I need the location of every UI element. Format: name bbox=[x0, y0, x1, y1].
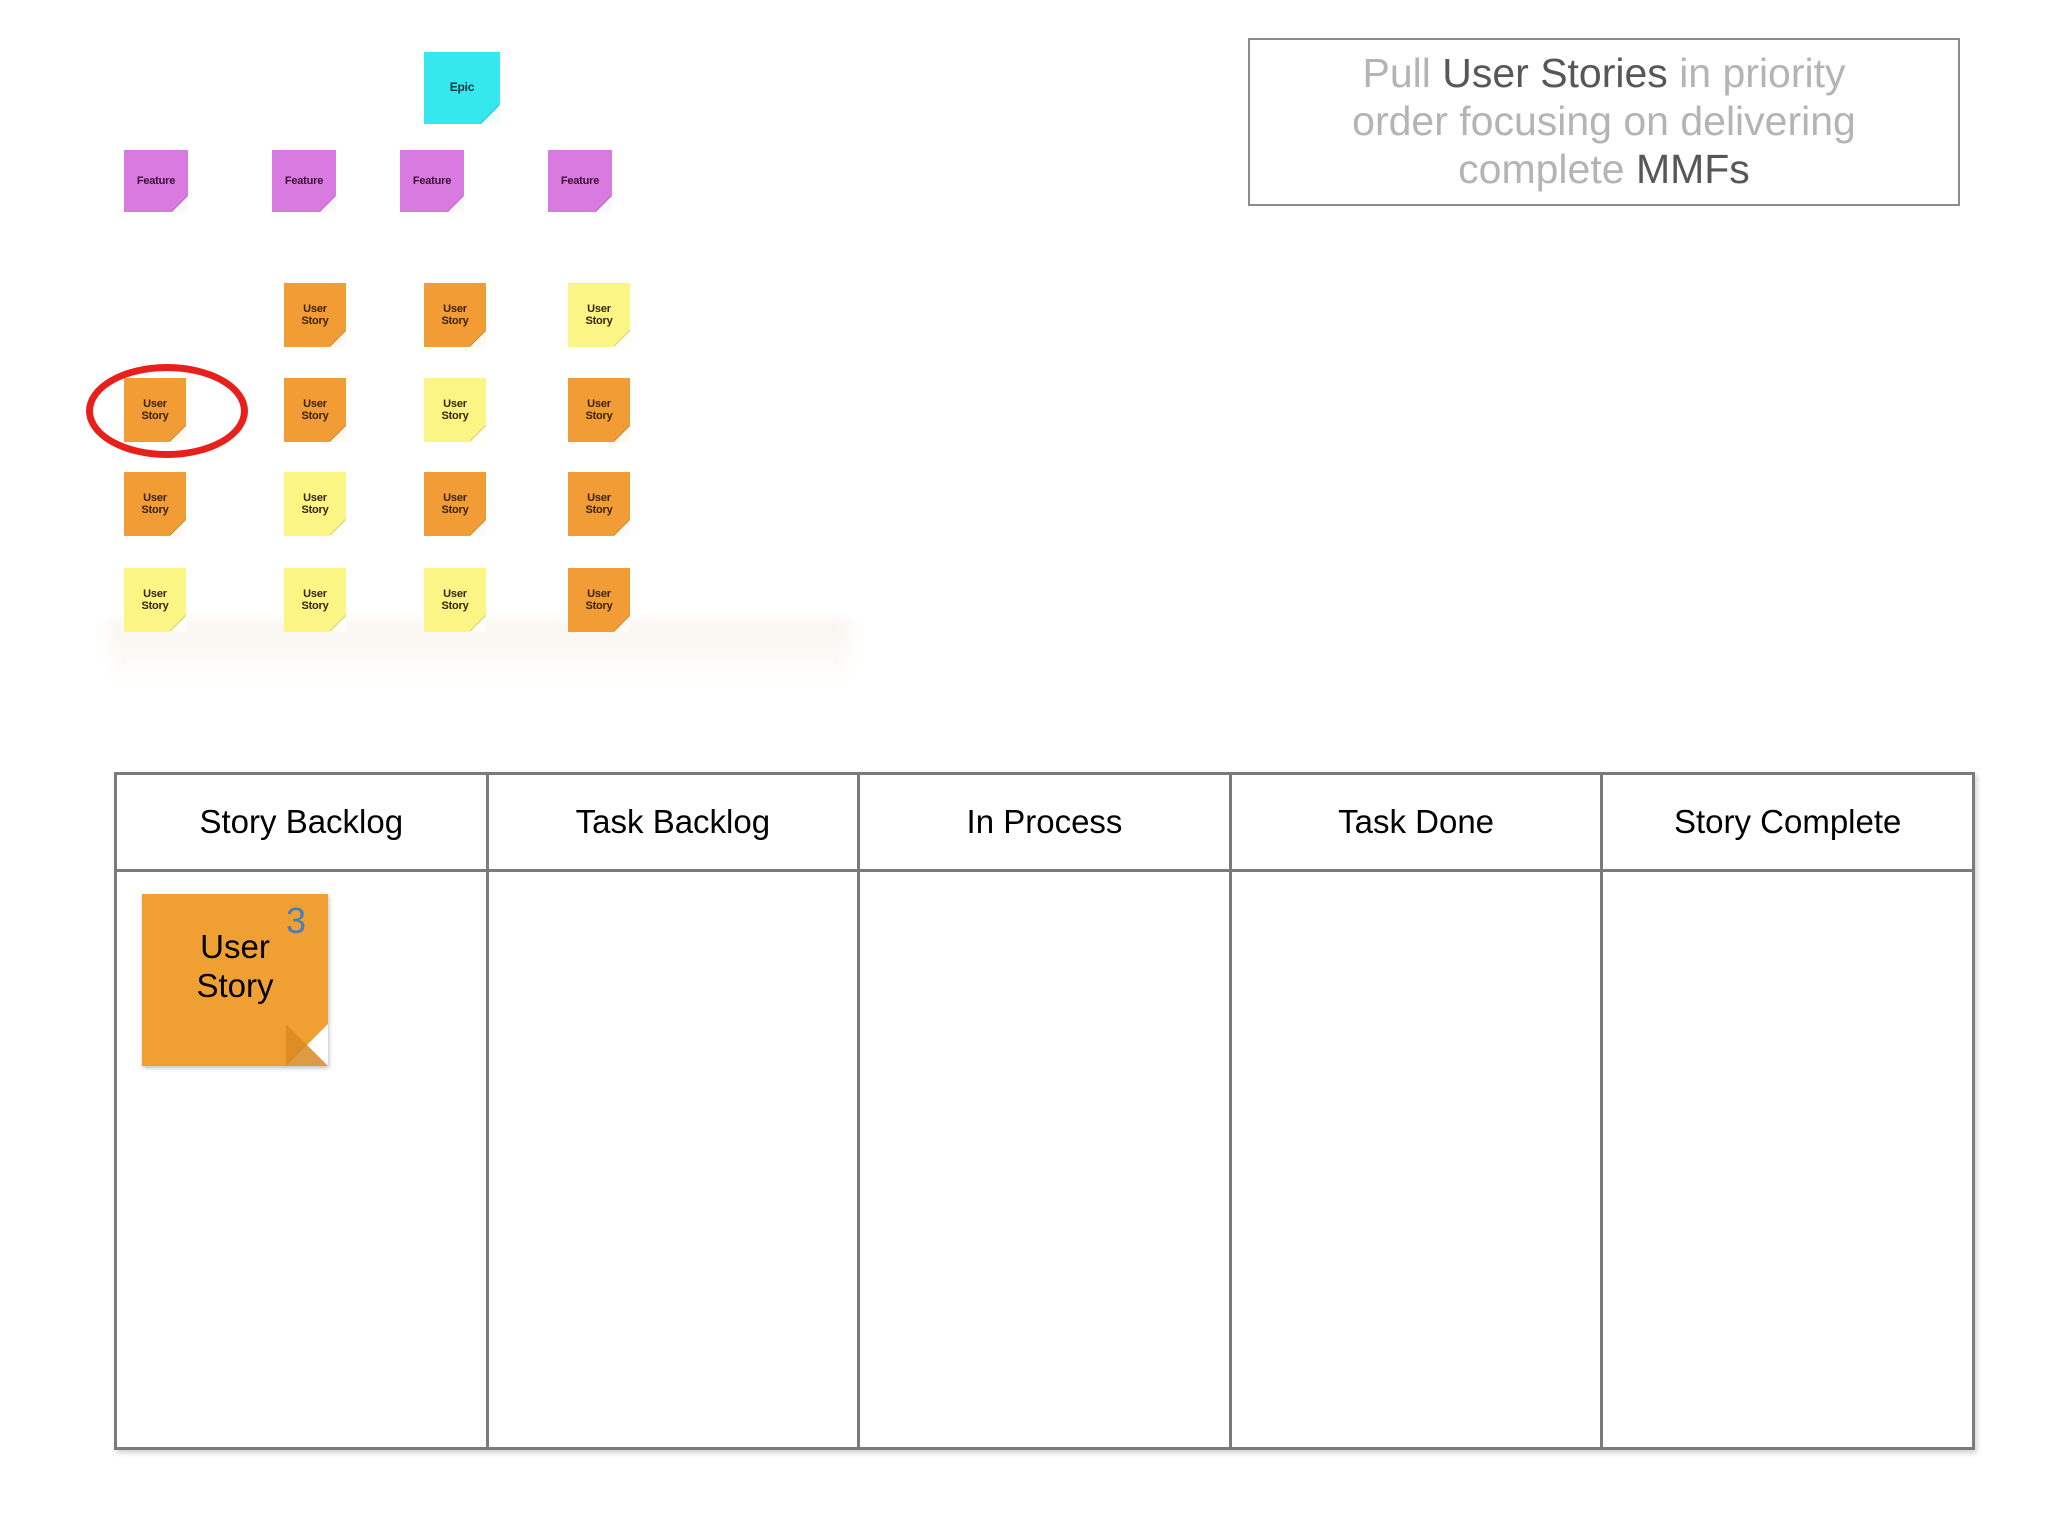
kanban-column-body-task-backlog[interactable] bbox=[489, 872, 861, 1447]
sticky-note-epic: Epic bbox=[424, 52, 500, 124]
kanban-column-body-task-done[interactable] bbox=[1232, 872, 1604, 1447]
callout-line1-emphasis: User Stories bbox=[1442, 50, 1668, 97]
kanban-card-story-points: 3 bbox=[285, 900, 306, 941]
callout-line1-prefix: Pull bbox=[1362, 50, 1443, 97]
sticky-note-feature-1-label: Feature bbox=[136, 174, 176, 187]
sticky-note-feature-2: Feature bbox=[272, 150, 336, 212]
sticky-note-feature-3-label: Feature bbox=[412, 174, 452, 187]
kanban-column-body-story-complete[interactable] bbox=[1603, 872, 1972, 1447]
kanban-column-header-label: Story Complete bbox=[1673, 803, 1902, 840]
sticky-note-feature-3: Feature bbox=[400, 150, 464, 212]
kanban-column-header-label: Task Done bbox=[1338, 803, 1495, 840]
callout-line3-prefix: complete bbox=[1458, 145, 1636, 192]
callout-line1-suffix: in priority bbox=[1667, 50, 1846, 97]
sticky-note-feature-2-label: Feature bbox=[284, 174, 324, 187]
kanban-card-fold-shadow-icon bbox=[286, 1024, 328, 1066]
callout-box: Pull User Stories in priority order focu… bbox=[1248, 38, 1960, 206]
kanban-board: Story Backlog Task Backlog In Process Task … bbox=[114, 772, 1975, 1450]
sticky-note-feature-4: Feature bbox=[548, 150, 612, 212]
kanban-column-header-label: In Process bbox=[966, 803, 1123, 840]
sticky-note-epic-label: Epic bbox=[449, 80, 475, 95]
sticky-note-feature-4-label: Feature bbox=[560, 174, 600, 187]
sticky-note-feature-1: Feature bbox=[124, 150, 188, 212]
kanban-column-header-in-process[interactable]: In Process bbox=[860, 775, 1232, 869]
kanban-header-row: Story Backlog Task Backlog In Process Task … bbox=[117, 775, 1972, 872]
callout-text: Pull User Stories in priority order focu… bbox=[1342, 50, 1866, 194]
callout-line3-emphasis: MMFs bbox=[1635, 145, 1750, 192]
kanban-column-header-task-done[interactable]: Task Done bbox=[1232, 775, 1604, 869]
callout-line2: order focusing on delivering bbox=[1352, 98, 1856, 145]
kanban-column-header-story-backlog[interactable]: Story Backlog bbox=[117, 775, 489, 869]
kanban-column-header-label: Task Backlog bbox=[575, 803, 771, 840]
highlight-ellipse-annotation bbox=[86, 364, 248, 458]
kanban-column-body-in-process[interactable] bbox=[860, 872, 1232, 1447]
kanban-column-header-task-backlog[interactable]: Task Backlog bbox=[489, 775, 861, 869]
kanban-column-header-story-complete[interactable]: Story Complete bbox=[1603, 775, 1972, 869]
kanban-column-header-label: Story Backlog bbox=[199, 803, 404, 840]
